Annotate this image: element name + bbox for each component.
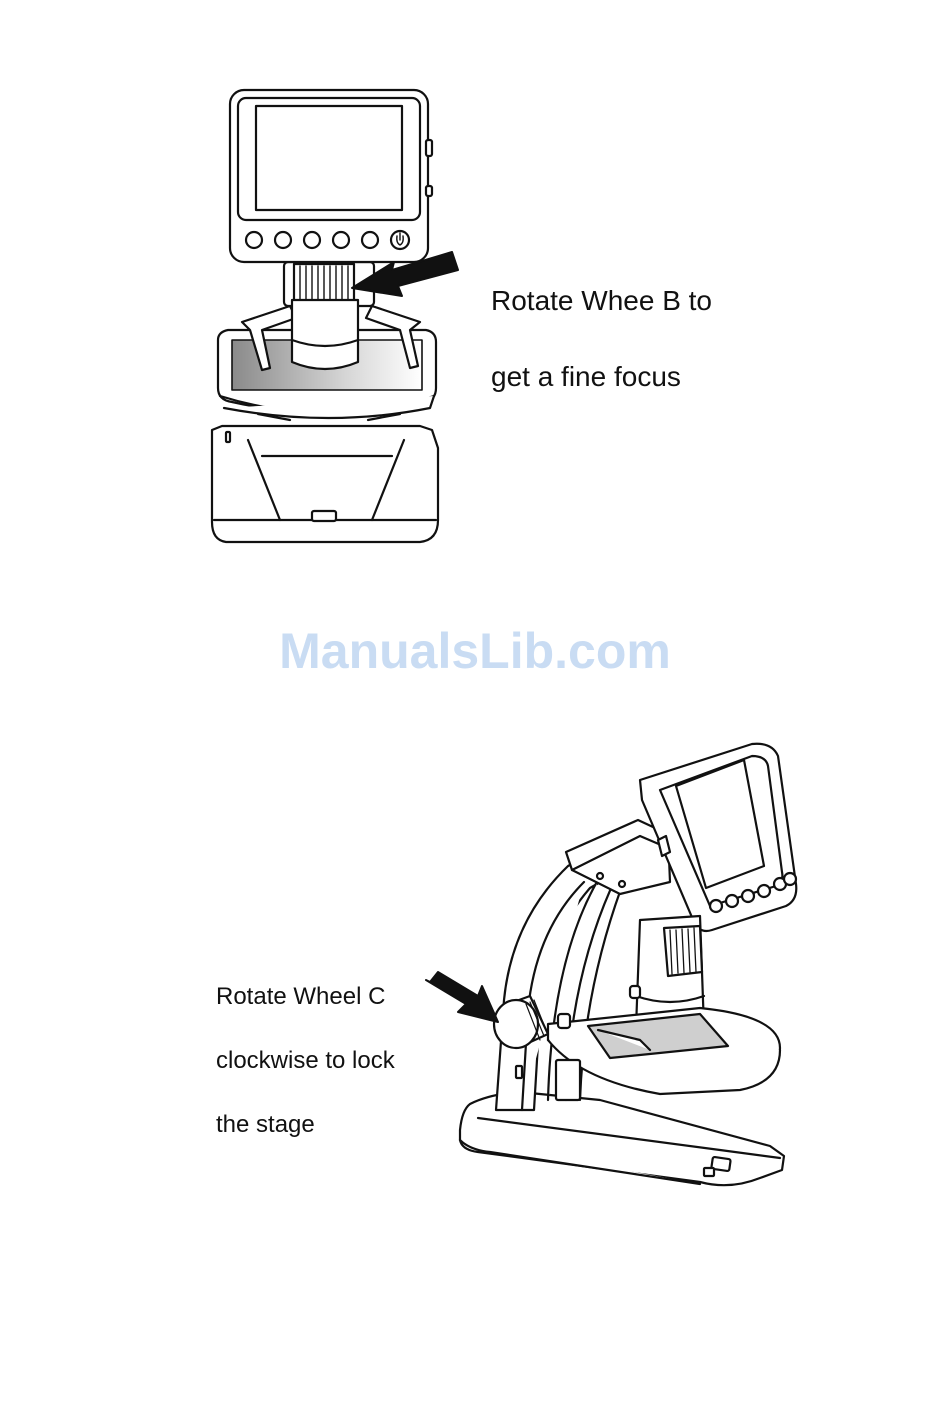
caption-wheel-b-line-1: Rotate Whee B to — [491, 282, 712, 320]
caption-wheel-c-line-2: clockwise to lock — [216, 1045, 395, 1077]
caption-wheel-c-line-3: the stage — [216, 1109, 395, 1141]
caption-wheel-c: Rotate Wheel C clockwise to lock the sta… — [216, 949, 395, 1173]
arrow-to-wheel-c — [420, 960, 500, 1030]
watermark: ManualsLib.com — [0, 622, 950, 680]
caption-wheel-b: Rotate Whee B to get a fine focus — [491, 244, 712, 434]
caption-wheel-c-line-1: Rotate Wheel C — [216, 981, 395, 1013]
caption-wheel-b-line-2: get a fine focus — [491, 358, 712, 396]
